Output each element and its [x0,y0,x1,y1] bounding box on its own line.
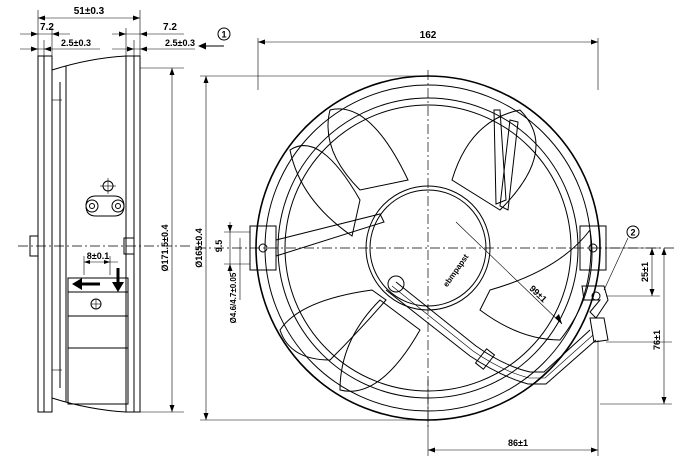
connector-marker-number: 2 [630,228,635,238]
side-view: 51±0.3 7.2 7.2 2.5±0.3 2.5±0.3 [18,6,195,413]
front-view: 162 Ø165±0.4 9.5 Ø4.6/4.7±0.05 [194,30,676,456]
airflow-marker-number: 1 [221,30,226,40]
dim-width: 162 [420,30,437,41]
hub-label: ebmpapst [441,252,470,288]
dim-terminal: 8±0.1 [87,251,109,261]
dim-height: Ø171.5±0.4 [160,225,170,272]
dim-connector-offset: 86±1 [508,438,528,448]
dim-connector-height: 25±1 [640,262,650,282]
dim-connector-drop: 76±1 [652,330,662,350]
dim-offset-right: 2.5±0.3 [165,38,195,48]
dim-offset-left: 2.5±0.3 [61,38,91,48]
dim-flange-left: 7.2 [40,22,54,33]
dim-slot: 9.5 [214,240,224,253]
airflow-marker: 1 [198,27,231,50]
dim-flange-right: 7.2 [163,22,177,33]
dim-hole: Ø4.6/4.7±0.05 [229,272,238,323]
dim-overall-depth: 51±0.3 [74,6,105,17]
